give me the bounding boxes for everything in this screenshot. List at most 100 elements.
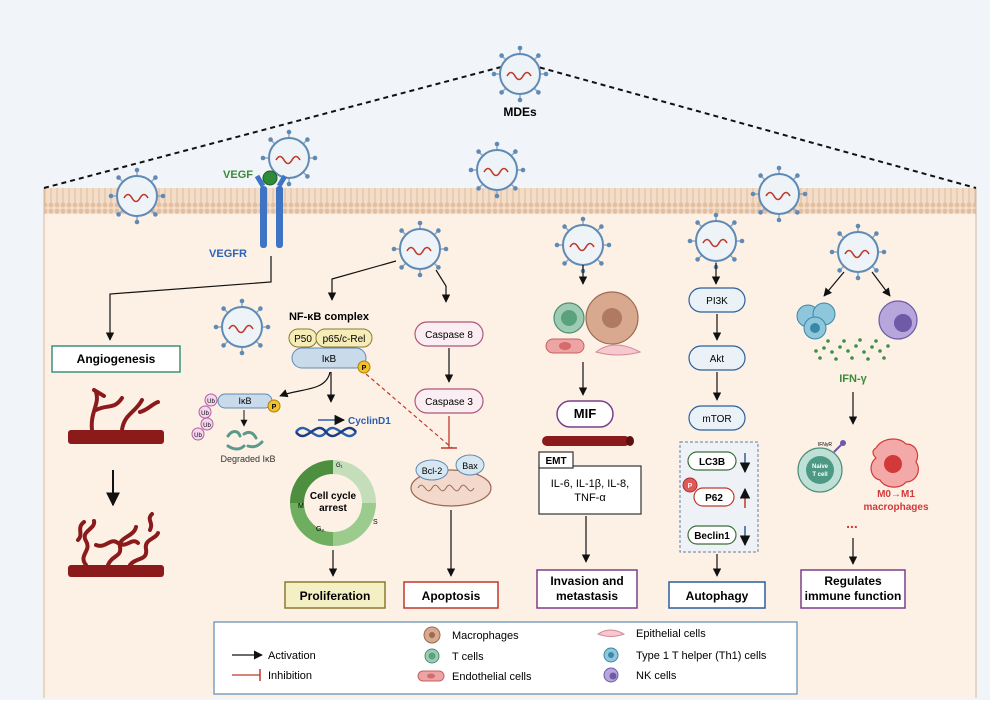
akt-box <box>688 345 746 371</box>
ifng-label: IFN-γ <box>839 373 867 385</box>
ikb-ub-label: IκB <box>238 396 251 406</box>
immune-label-2: immune function <box>805 589 902 603</box>
beclin1-label: Beclin1 <box>694 531 730 542</box>
ikb-bound <box>291 347 367 369</box>
mde-icon-nfkb <box>390 219 450 279</box>
degraded-ikb-label: Degraded IκB <box>220 454 275 464</box>
th1-cell-cluster-icon <box>796 302 836 340</box>
phosphate-icon-2 <box>267 399 281 413</box>
legend-nk: NK cells <box>636 670 677 682</box>
caspase3-box <box>414 388 484 414</box>
mtor-box <box>688 405 746 431</box>
naive-t-label-2: T cell <box>812 472 828 478</box>
cytokines-line-1: IL-6, IL-1β, IL-8, <box>551 478 629 490</box>
autophagy-label: Autophagy <box>686 589 749 603</box>
legend-th1: Type 1 T helper (Th1) cells <box>636 650 767 662</box>
cytokines-line-2: TNF-α <box>574 492 606 504</box>
immune-box <box>800 569 906 609</box>
vessel-tortuous-icon <box>68 512 164 577</box>
beclin1-box <box>687 525 737 545</box>
legend-activation: Activation <box>268 650 316 662</box>
phase-g2: G₂ <box>316 526 324 533</box>
cell-cycle-icon <box>290 460 376 546</box>
m0m1-label-2: macrophages <box>863 502 928 513</box>
lc3b-label: LC3B <box>699 457 725 468</box>
cyclind1-label: CyclinD1 <box>348 416 391 427</box>
mif-box <box>556 400 614 428</box>
emt-label: EMT <box>545 456 566 467</box>
lc3b-box <box>687 451 737 471</box>
apoptosis-box <box>403 581 499 609</box>
p62-box <box>693 487 735 507</box>
svg-text:Ub: Ub <box>207 399 215 405</box>
pi3k-box <box>688 287 746 313</box>
cell-membrane <box>44 188 976 214</box>
proliferation-box <box>284 581 386 609</box>
phase-s: S <box>373 519 378 526</box>
invasion-label-1: Invasion and <box>550 574 623 588</box>
bax-protein <box>455 454 485 476</box>
cell-cycle-title: Cell cycle <box>310 491 357 502</box>
legend-macrophage-icon <box>423 626 441 644</box>
more-ellipsis: ... <box>846 515 858 531</box>
phosphate-label-2: P <box>272 404 277 411</box>
legend-tcell-icon <box>424 648 440 664</box>
nfkb-inhibition-link <box>365 373 453 449</box>
p62-label: P62 <box>705 493 723 504</box>
exosome-release-outline <box>43 60 977 189</box>
bcl2-label: Bcl-2 <box>422 466 443 476</box>
mde-icon-membrane-2 <box>467 140 527 200</box>
ubiquitin-chain-icon: Ub Ub Ub Ub <box>191 393 218 441</box>
emt-tag <box>538 451 574 469</box>
phosphate-label: P <box>362 365 367 372</box>
vegfr-label: VEGFR <box>209 248 247 260</box>
legend-endothelial: Endothelial cells <box>452 671 532 683</box>
immune-label-1: Regulates <box>824 574 882 588</box>
apoptosis-label: Apoptosis <box>422 589 481 603</box>
ifngr-label: IFNγR <box>818 442 833 448</box>
m0m1-label-1: M0→M1 <box>877 489 915 500</box>
legend-th1-icon <box>603 647 619 663</box>
vegfr-receptor-icon <box>254 174 288 248</box>
bax-label: Bax <box>462 461 478 471</box>
svg-text:Ub: Ub <box>194 433 202 439</box>
legend-epithelial-icon <box>596 629 626 637</box>
mde-label: MDEs <box>503 105 537 119</box>
svg-text:Ub: Ub <box>203 423 211 429</box>
angiogenesis-box <box>51 345 181 373</box>
naive-t-cell-icon <box>797 440 846 493</box>
caspase3-label: Caspase 3 <box>425 397 473 408</box>
mde-icon-autophagy <box>686 211 746 271</box>
cell-cycle-title-2: arrest <box>319 503 347 514</box>
caspase8-box <box>414 321 484 347</box>
degraded-ikb-icon <box>226 430 264 451</box>
mde-icon-invasion <box>553 215 613 275</box>
vessel-normal-icon <box>68 388 164 444</box>
phosphate-icon <box>357 360 371 374</box>
legend-inhibition: Inhibition <box>268 670 312 682</box>
phase-g1: G₁ <box>336 463 343 469</box>
mde-icon-membrane-3 <box>749 164 809 224</box>
phase-m: M <box>298 503 304 510</box>
svg-text:Ub: Ub <box>201 411 209 417</box>
angiogenesis-label: Angiogenesis <box>77 352 156 366</box>
akt-label: Akt <box>710 354 725 365</box>
mtor-label: mTOR <box>702 414 731 425</box>
p62-phosphate-label: P <box>688 483 693 490</box>
vessel-section-icon <box>542 436 634 446</box>
invasion-label-2: metastasis <box>556 589 618 603</box>
m1-macrophage-icon <box>870 438 919 488</box>
cytoplasm <box>44 188 976 698</box>
nk-cell-icon <box>878 300 918 340</box>
naive-t-label-1: Naive <box>812 464 829 470</box>
legend-macrophages: Macrophages <box>452 630 519 642</box>
mif-label: MIF <box>574 406 596 421</box>
mde-icon-immune <box>828 222 888 282</box>
invasion-box <box>536 569 638 609</box>
legend-endothelial-icon <box>417 670 445 682</box>
ifng-secretion-icon <box>814 338 890 361</box>
mde-icon-free <box>212 297 272 357</box>
legend-epithelial: Epithelial cells <box>636 628 706 640</box>
